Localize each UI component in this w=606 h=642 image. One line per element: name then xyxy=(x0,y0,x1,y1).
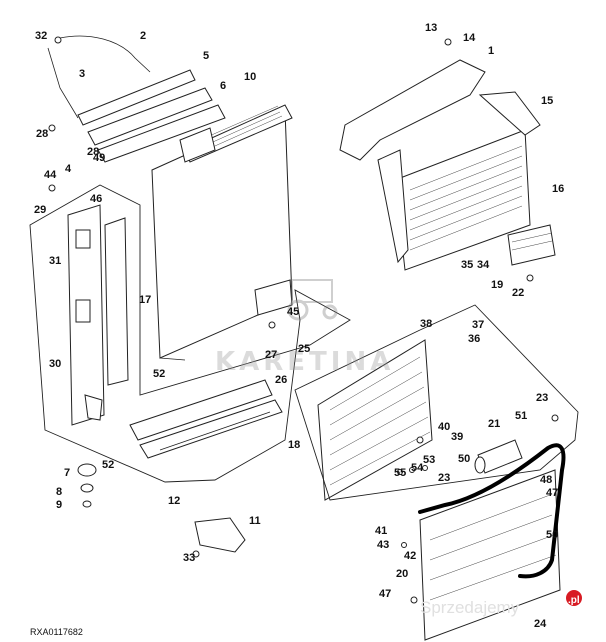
callout: 54 xyxy=(411,462,424,474)
brand-name: Sprzedajemy xyxy=(420,598,520,617)
callout: 47 xyxy=(546,487,558,499)
radiator-core xyxy=(151,104,293,361)
callout: 39 xyxy=(451,431,463,443)
callout: 24 xyxy=(534,618,547,630)
callout: 32 xyxy=(35,30,47,42)
hose-2 xyxy=(47,35,151,119)
callout: 50 xyxy=(458,453,470,465)
callout: 7 xyxy=(64,467,70,479)
reference-code: RXA0117682 xyxy=(30,627,83,637)
callout: 1 xyxy=(488,45,494,57)
callout: 34 xyxy=(477,259,490,271)
watermark-logo xyxy=(287,279,338,321)
callout: 23 xyxy=(536,392,548,404)
brand-watermark: Sprzedajemy .pl xyxy=(420,590,582,617)
callout: 49 xyxy=(93,152,105,164)
callout: 15 xyxy=(541,95,553,107)
callout: 48 xyxy=(540,474,552,486)
bracket-5-6 xyxy=(77,69,226,163)
callout: 53 xyxy=(423,454,435,466)
fasteners xyxy=(48,36,559,604)
callout: 16 xyxy=(552,183,564,195)
callout: 21 xyxy=(488,418,500,430)
callout: 29 xyxy=(34,204,46,216)
lower-tray xyxy=(129,379,283,459)
callout: 42 xyxy=(404,550,416,562)
callout: 6 xyxy=(220,80,226,92)
brand-suffix: .pl xyxy=(568,595,580,606)
callout: 37 xyxy=(472,319,484,331)
callout: 8 xyxy=(56,486,62,498)
callout: 10 xyxy=(244,71,256,83)
callout: 44 xyxy=(44,169,57,181)
svg-text:Sprzedajemy: Sprzedajemy xyxy=(420,598,520,617)
callout: 31 xyxy=(49,255,61,267)
callout: 11 xyxy=(249,515,261,527)
callout: 52 xyxy=(102,459,114,471)
callout: 12 xyxy=(168,495,180,507)
callout: 26 xyxy=(275,374,287,386)
callout: 18 xyxy=(288,439,300,451)
callout: 30 xyxy=(49,358,61,370)
callout: 5 xyxy=(203,50,209,62)
callout: 13 xyxy=(425,22,437,34)
lower-cooler xyxy=(419,469,561,641)
callout: 22 xyxy=(512,287,524,299)
callout: 47 xyxy=(379,588,391,600)
callout: 9 xyxy=(56,499,62,511)
hose-48 xyxy=(418,443,566,579)
callout: 19 xyxy=(491,279,503,291)
callout: 3 xyxy=(79,68,85,80)
callout: 43 xyxy=(377,539,389,551)
callout: 38 xyxy=(420,318,432,330)
callout: 14 xyxy=(463,32,476,44)
callout: 45 xyxy=(287,306,299,318)
callout: 35 xyxy=(461,259,473,271)
callout: 2 xyxy=(140,30,146,42)
watermark-text: KARETINA xyxy=(215,347,394,377)
callout: 23 xyxy=(438,472,450,484)
callout: 46 xyxy=(90,193,102,205)
callout: 25 xyxy=(298,343,310,355)
callout: 52 xyxy=(153,368,165,380)
callout: 40 xyxy=(438,421,450,433)
mounts xyxy=(77,463,246,553)
callout: 4 xyxy=(65,163,72,175)
callout: 20 xyxy=(396,568,408,580)
charge-air-cooler xyxy=(339,59,556,271)
receiver-drier xyxy=(474,439,523,474)
callout: 27 xyxy=(265,349,277,361)
callout: 55 xyxy=(394,467,406,479)
group-outline-right xyxy=(294,304,579,501)
callout: 51 xyxy=(515,410,527,422)
callout: 28 xyxy=(36,128,48,140)
callouts: 1 2 3 4 5 6 7 8 9 10 11 12 13 14 15 16 1… xyxy=(34,22,564,630)
condenser xyxy=(317,339,433,501)
callout: 33 xyxy=(183,552,195,564)
callout: 28 xyxy=(87,146,99,158)
group-outline-left xyxy=(29,184,351,483)
callout: 50 xyxy=(546,529,558,541)
callout: 41 xyxy=(375,525,387,537)
callout: 17 xyxy=(139,294,151,306)
callout: 36 xyxy=(468,333,480,345)
support-frame xyxy=(67,204,129,426)
